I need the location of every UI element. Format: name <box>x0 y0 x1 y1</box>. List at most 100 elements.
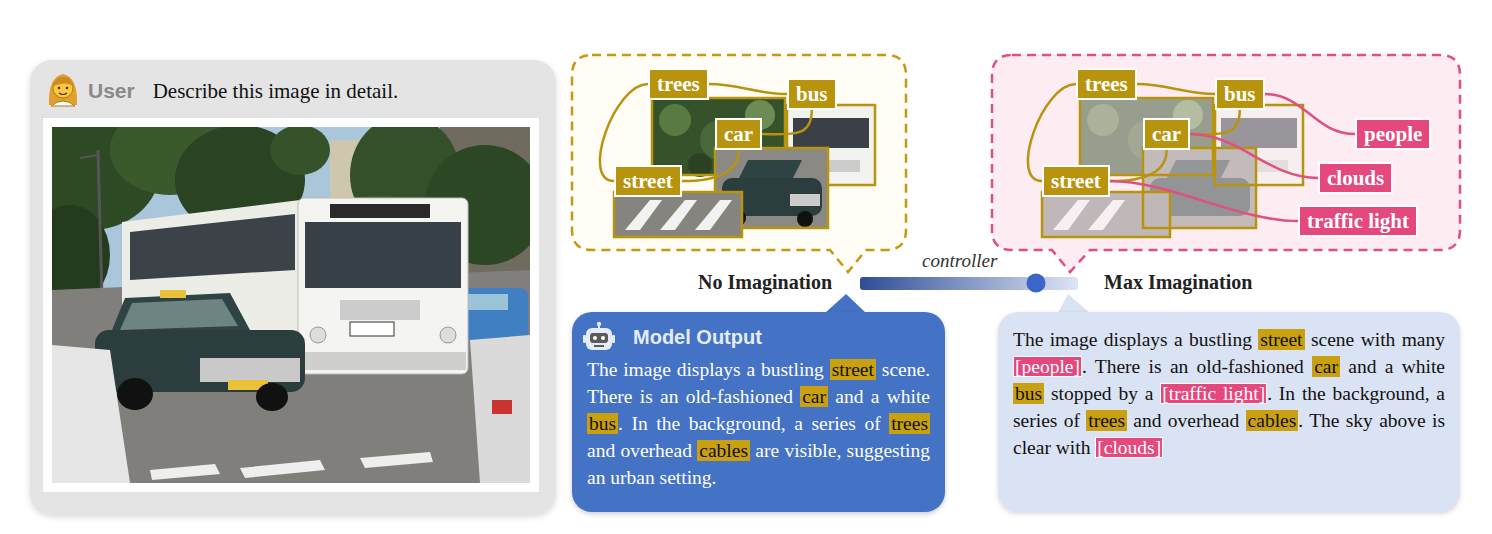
image-crops-part <box>797 211 813 227</box>
highlighted-word: street <box>830 359 876 380</box>
link-curve <box>1190 134 1318 178</box>
street-photo <box>42 117 540 493</box>
output-box: The image displays a bustling street sce… <box>998 312 1460 512</box>
faded-image-crops-part <box>1042 192 1170 237</box>
tag-text: trees <box>657 72 700 96</box>
street-photo-part <box>98 150 102 300</box>
street-photo-part <box>130 214 295 280</box>
image-crops-part <box>790 194 820 206</box>
output-paragraph: The image displays a bustling street sce… <box>1013 326 1445 461</box>
street-photo-part <box>117 378 153 410</box>
street-photo-part <box>52 127 530 483</box>
link-curve <box>762 110 812 134</box>
robot-icon-part <box>593 336 597 340</box>
highlighted-word: bus <box>1013 383 1044 404</box>
highlighted-word: cables <box>1246 410 1299 431</box>
tag-text: car <box>1152 122 1181 146</box>
user-icon-part <box>58 87 61 90</box>
street-photo-part <box>360 452 433 468</box>
tag-text: traffic light <box>1307 209 1409 233</box>
image-crops-part <box>695 200 732 230</box>
image-crops-part <box>659 104 691 136</box>
highlighted-word: car <box>1312 356 1340 377</box>
object-tag: trees <box>648 68 709 100</box>
highlighted-word: [traffic light] <box>1160 383 1267 404</box>
street-photo-part <box>150 464 220 480</box>
street-photo-part <box>120 299 238 330</box>
robot-icon-part <box>590 333 608 343</box>
street-photo-part <box>340 300 420 320</box>
image-crops-part <box>793 118 869 148</box>
object-tag: clouds <box>1318 162 1393 194</box>
robot-icon-part <box>594 345 604 347</box>
tag-text: trees <box>1085 72 1128 96</box>
tag-text: street <box>623 169 673 193</box>
user-icon-part <box>53 77 73 86</box>
image-crops-part <box>738 160 802 180</box>
bubble-tails-part <box>825 294 866 313</box>
tag-text: people <box>1364 122 1422 146</box>
robot-icon-part <box>597 322 601 326</box>
imagination-callouts-part <box>572 55 906 272</box>
faded-image-crops-part <box>1042 192 1170 237</box>
output-text: and overhead <box>1133 410 1239 431</box>
robot-icon-part <box>586 328 612 350</box>
image-crops-part <box>625 200 662 230</box>
tag-text: bus <box>1224 82 1256 106</box>
highlighted-word: [people] <box>1013 356 1082 377</box>
street-photo-part <box>110 293 250 335</box>
bubble-tails-part <box>1058 294 1090 313</box>
street-photo-part <box>256 383 288 411</box>
street-photo-part <box>440 327 456 343</box>
user-icon <box>44 69 82 107</box>
robot-icon <box>582 321 616 355</box>
link-curve <box>1190 110 1240 134</box>
link-curve <box>1137 84 1215 94</box>
street-photo-part <box>270 127 330 175</box>
link-curve <box>1265 94 1355 134</box>
street-photo-part <box>470 335 530 483</box>
street-photo-part <box>330 204 430 218</box>
image-crops-part <box>660 200 697 230</box>
object-tag: bus <box>1215 78 1265 110</box>
slider-end-label: No Imagination <box>698 270 832 294</box>
output-title: Model Output <box>633 325 762 349</box>
output-text: The image displays a bustling <box>1013 329 1252 350</box>
imagination-slider-part <box>1027 274 1046 293</box>
image-crops <box>614 98 875 237</box>
output-header: Model Output <box>587 320 930 354</box>
robot-icon-part <box>583 335 586 343</box>
output-paragraph: The image displays a bustling street sce… <box>587 356 930 491</box>
object-tag: traffic light <box>1298 205 1418 237</box>
output-text: . There is an old-fashioned <box>1082 356 1304 377</box>
highlighted-word: trees <box>1086 410 1127 431</box>
output-text: and a white <box>835 386 930 407</box>
output-text: and overhead <box>587 440 692 461</box>
imagination-callouts <box>572 55 1460 272</box>
imagination-callouts-part <box>992 55 1460 272</box>
object-tag: street <box>1042 165 1110 197</box>
user-icon-part <box>51 101 75 106</box>
prompt-header: User Describe this image in detail. <box>88 78 398 104</box>
output-text: The image displays a bustling <box>587 359 824 380</box>
slider-end-label: Max Imagination <box>1104 270 1252 294</box>
street-photo-part <box>80 155 98 158</box>
tag-text: clouds <box>1327 166 1384 190</box>
street-photo-part <box>298 198 468 374</box>
faded-image-crops-part <box>1053 200 1090 230</box>
user-icon-part <box>66 87 69 90</box>
output-text: and a white <box>1348 356 1445 377</box>
image-crops-part <box>614 192 742 237</box>
output-box: Model OutputThe image displays a bustlin… <box>572 312 945 512</box>
output-text: stopped by a <box>1051 383 1154 404</box>
user-icon-part <box>49 74 77 105</box>
street-photo-part <box>200 358 300 382</box>
link-curve <box>682 150 739 181</box>
prompt-text: Describe this image in detail. <box>153 79 399 104</box>
speaker-name: User <box>88 78 135 103</box>
street-photo-part <box>310 327 326 343</box>
robot-icon-part <box>601 336 605 340</box>
tag-text: street <box>1051 169 1101 193</box>
street-photo-part <box>300 352 466 370</box>
